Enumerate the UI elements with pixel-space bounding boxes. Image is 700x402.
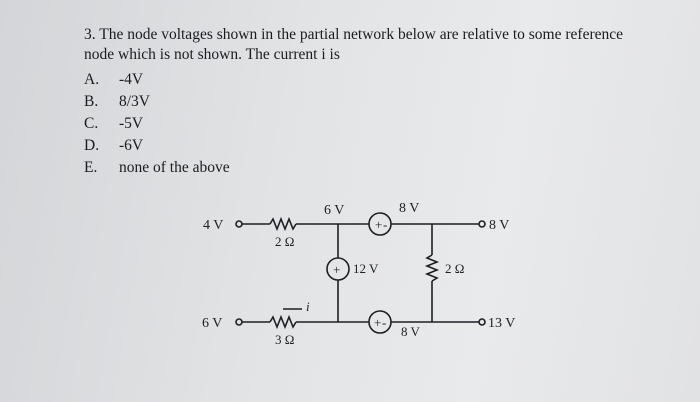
label-8v-right: 8 V [489,218,509,233]
option-letter: A. [84,71,100,88]
option-text: 8/3V [119,93,150,110]
resistor-bottom-3ohm [269,314,297,330]
source-bottom-minus: - [382,315,386,330]
question-text: 3. The node voltages shown in the partia… [84,25,644,65]
label-8v-top: 8 V [399,201,419,216]
terminal-13v [478,318,486,326]
label-8v-bottom: 8 V [401,324,421,339]
option-text: -6V [119,137,144,154]
terminal-6v-left [235,318,243,326]
label-13v: 13 V [488,316,515,331]
label-6v-left: 6 V [202,316,222,331]
option-text: none of the above [119,159,230,176]
resistor-top-2ohm [269,216,297,232]
option-letter: C. [84,115,99,132]
source-bottom-plus: + [374,315,381,330]
label-4v: 4 V [203,218,223,233]
terminal-8v-right [478,220,486,228]
question-line-2: node which is not shown. The current i i… [84,46,340,63]
label-resistor-top: 2 Ω [275,234,294,249]
label-resistor-bottom: 3 Ω [275,332,294,347]
label-current-i: i [306,299,310,314]
resistor-right-2ohm [424,254,440,282]
source-middle-plus: + [333,262,340,277]
question-line-1: 3. The node voltages shown in the partia… [84,26,624,43]
label-6v-top: 6 V [324,203,344,218]
option-letter: E. [84,159,98,176]
option-text: -4V [119,71,144,88]
source-top-minus: - [383,217,387,232]
label-source-12v: 12 V [353,261,379,276]
label-resistor-right: 2 Ω [445,261,464,276]
option-letter: D. [84,137,100,154]
source-top-plus: + [375,217,382,232]
terminal-4v [235,220,243,228]
option-letter: B. [84,93,99,110]
option-text: -5V [119,115,144,132]
